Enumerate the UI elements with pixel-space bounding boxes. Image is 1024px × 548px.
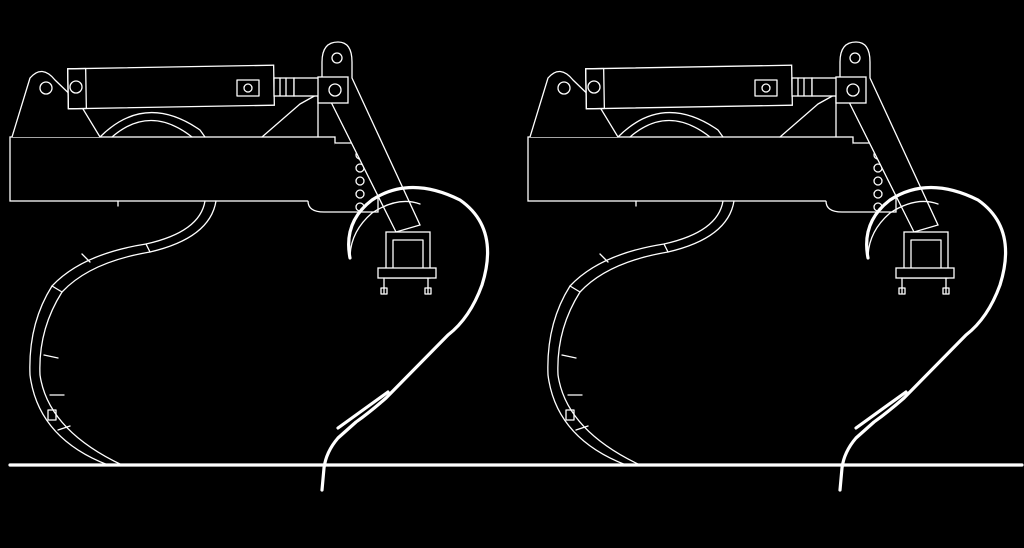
assembly-view-right: [526, 40, 1008, 492]
assembly-view-left: [8, 40, 490, 492]
